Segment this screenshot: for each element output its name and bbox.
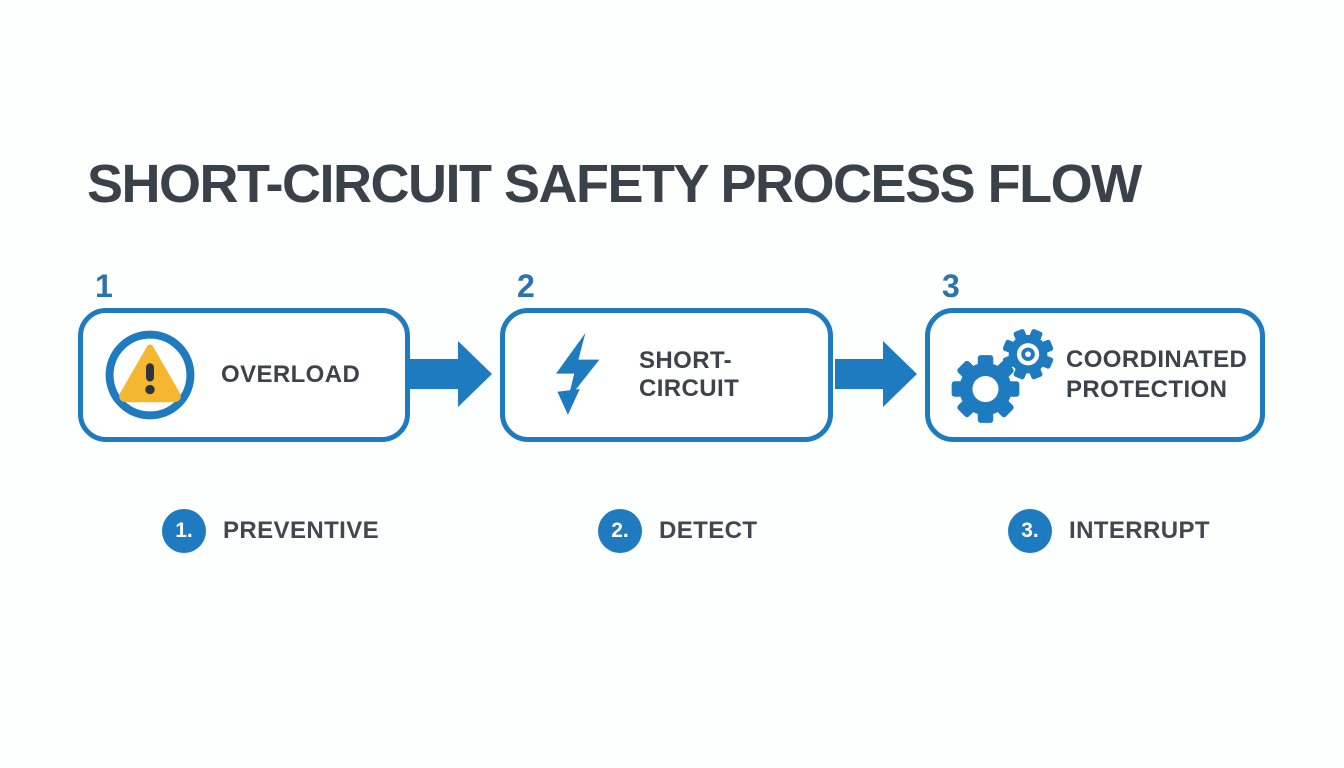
step-box-overload: 1 OVERLOAD bbox=[78, 268, 410, 442]
step-number-3: 3 bbox=[942, 268, 960, 304]
lightning-bolt-icon bbox=[549, 333, 605, 417]
gears-icon bbox=[942, 324, 1058, 426]
diagram-title: SHORT-CIRCUIT SAFETY PROCESS FLOW bbox=[87, 154, 1142, 214]
step-label-coordinated-protection: COORDINATED PROTECTION bbox=[1066, 346, 1248, 403]
badge-label-interrupt: INTERRUPT bbox=[1069, 517, 1210, 544]
warning-triangle-icon bbox=[103, 328, 197, 422]
flow-arrow-icon bbox=[835, 341, 917, 407]
badge-number-1: 1. bbox=[162, 509, 206, 553]
step-label-overload: OVERLOAD bbox=[221, 361, 361, 388]
step-number-1: 1 bbox=[95, 268, 113, 304]
badge-interrupt: 3. INTERRUPT bbox=[1008, 509, 1210, 553]
badge-number-2: 2. bbox=[598, 509, 642, 553]
step-box-coordinated-protection: 3 bbox=[925, 268, 1265, 442]
step-box-short-circuit: 2 SHORT-CIRCUIT bbox=[500, 268, 833, 442]
flow-arrow-icon bbox=[410, 341, 492, 407]
badge-label-preventive: PREVENTIVE bbox=[223, 517, 380, 544]
step-label-short-circuit: SHORT-CIRCUIT bbox=[639, 347, 740, 402]
badge-preventive: 1. PREVENTIVE bbox=[162, 509, 379, 553]
badge-number-3: 3. bbox=[1008, 509, 1052, 553]
badge-detect: 2. DETECT bbox=[598, 509, 757, 553]
step-number-2: 2 bbox=[517, 268, 535, 304]
badge-label-detect: DETECT bbox=[659, 517, 758, 544]
